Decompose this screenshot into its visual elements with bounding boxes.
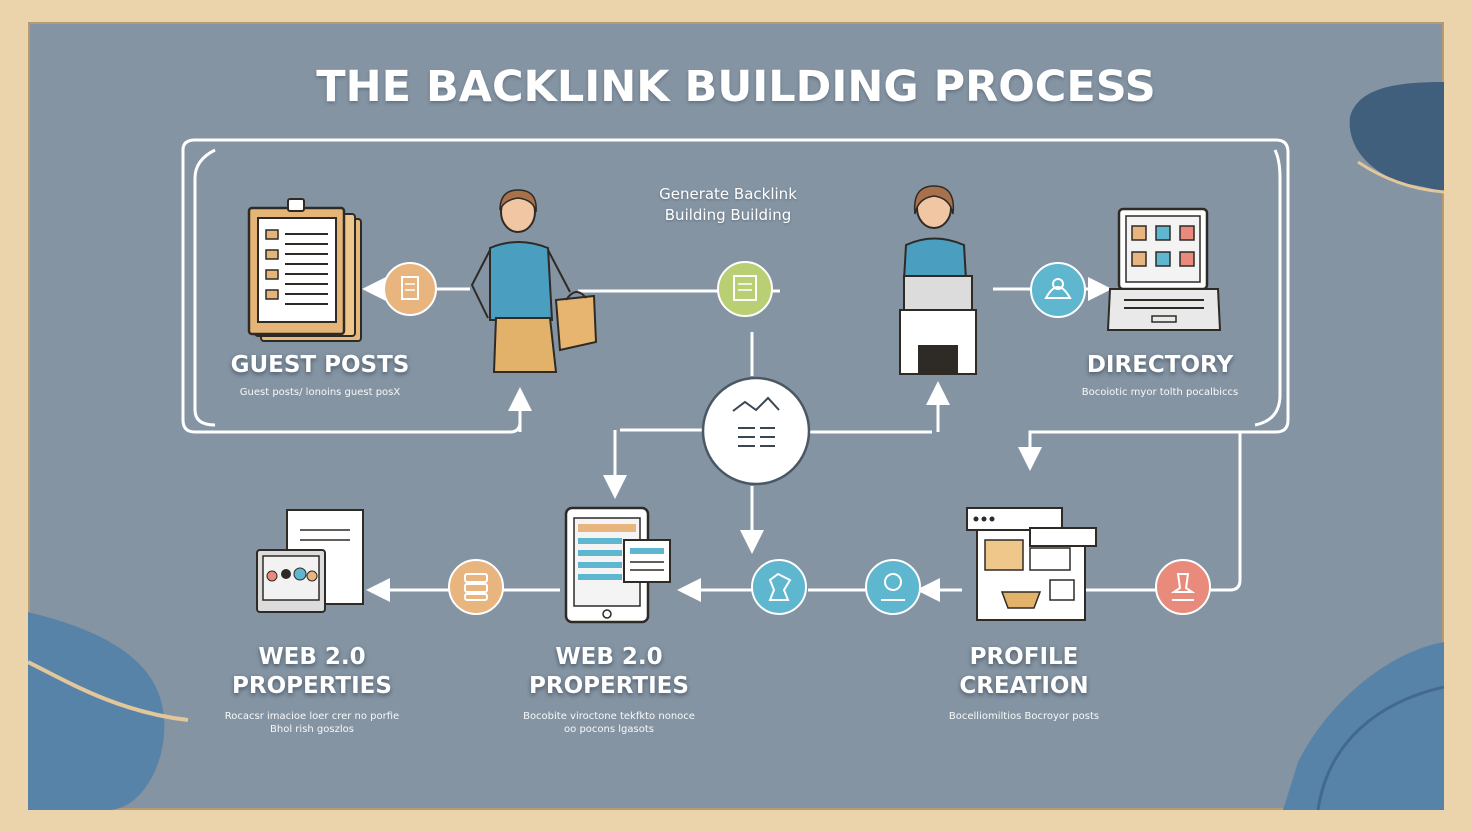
guest-posts-title: GUEST POSTS: [230, 352, 410, 378]
web20-left-subtitle-line1: Rocacsr imacioe loer crer no porfie: [224, 711, 400, 722]
center-label-line1: Generate Backlink: [659, 185, 797, 203]
clipboard-icon: [247, 198, 362, 342]
profile-creation-title-line1: PROFILE: [969, 644, 1079, 670]
web20-mid-subtitle-line1: Bocobite viroctone tekfkto nonoce: [523, 711, 695, 722]
profile-creation-title-line2: CREATION: [959, 673, 1089, 699]
circle-orange-top: [383, 262, 437, 316]
profile-creation-subtitle: Bocelliomiltios Bocroyor posts: [948, 711, 1100, 722]
outer-connector-frame: [181, 138, 1290, 434]
web20-left-title-line2: PROPERTIES: [232, 673, 392, 699]
browser-window-icon: [966, 507, 1097, 621]
web20-left-title-line1: WEB 2.0: [258, 644, 366, 670]
web20-mid-subtitle: Bocobite viroctone tekfkto nonoce oo poc…: [489, 710, 729, 736]
page-title: THE BACKLINK BUILDING PROCESS: [316, 62, 1156, 112]
circle-blue-top: [1030, 262, 1086, 318]
web20-mid-title: WEB 2.0 PROPERTIES: [509, 643, 709, 701]
directory-subtitle: Bocoiotic myor tolth pocalbiccs: [1081, 387, 1239, 398]
center-label-line2: Building Building: [664, 206, 792, 224]
web20-mid-title-line1: WEB 2.0: [555, 644, 663, 670]
woman-icon: [470, 189, 598, 373]
laptop-icon: [1106, 207, 1222, 331]
center-label: Generate Backlink Building Building: [628, 184, 828, 226]
circle-orange-bottom: [448, 559, 504, 615]
people-screen-icon: [256, 509, 364, 613]
tablet-icon: [564, 506, 671, 624]
circle-blue-bottom-1: [751, 559, 807, 615]
web20-mid-title-line2: PROPERTIES: [529, 673, 689, 699]
circle-blue-bottom-2: [865, 559, 921, 615]
directory-title: DIRECTORY: [1086, 352, 1234, 378]
web20-left-subtitle-line2: Bhol rish goszlos: [270, 724, 354, 735]
stamp-icon: [1155, 559, 1211, 615]
web20-left-subtitle: Rocacsr imacioe loer crer no porfie Bhol…: [192, 710, 432, 736]
profile-creation-title: PROFILE CREATION: [924, 643, 1124, 701]
web20-left-title: WEB 2.0 PROPERTIES: [212, 643, 412, 701]
top-connectors: [362, 277, 1248, 592]
web20-mid-subtitle-line2: oo pocons lgasots: [564, 724, 654, 735]
chart-icon: [701, 376, 811, 486]
guest-posts-subtitle: Guest posts/ lonoins guest posX: [239, 387, 401, 398]
decor-blob-top-right: [28, 82, 1444, 810]
circle-green-top: [717, 261, 773, 317]
woman-laptop-icon: [899, 185, 977, 375]
